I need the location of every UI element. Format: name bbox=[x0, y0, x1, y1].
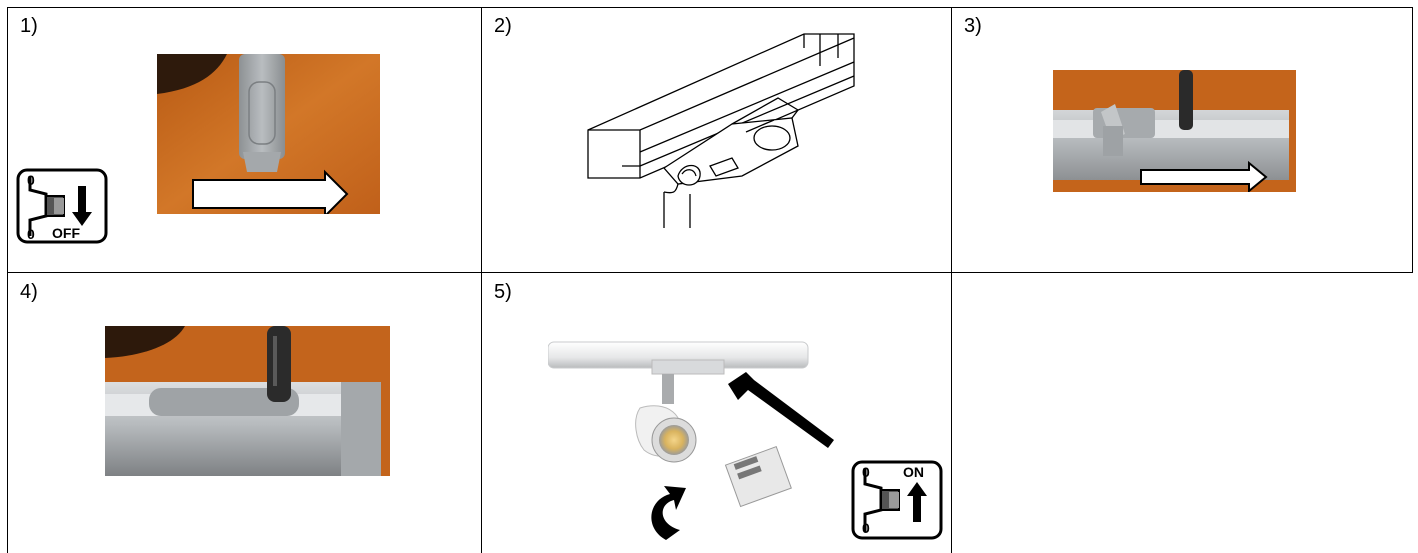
switch-off-text: OFF bbox=[52, 225, 80, 241]
step-5-label: 5) bbox=[494, 281, 512, 303]
step-3-label: 3) bbox=[964, 15, 982, 37]
step-1-photo bbox=[157, 54, 380, 214]
switch-off-bottom-digit: 0 bbox=[27, 226, 35, 242]
step-4-photo bbox=[105, 326, 390, 476]
table-right-border bbox=[1412, 7, 1413, 273]
step-2-label: 2) bbox=[494, 15, 512, 37]
table-col-divider-2 bbox=[951, 7, 952, 553]
switch-on-top-digit: 0 bbox=[862, 464, 870, 480]
switch-on-icon: 0 0 ON bbox=[851, 460, 943, 540]
table-top-border bbox=[7, 7, 1413, 8]
step-3-photo bbox=[1053, 70, 1296, 192]
step-5-illustration bbox=[548, 340, 840, 548]
switch-on-text: ON bbox=[903, 464, 924, 480]
switch-off-icon: 0 0 OFF bbox=[16, 168, 108, 244]
table-row-divider bbox=[7, 272, 1413, 273]
step-4-label: 4) bbox=[20, 281, 38, 303]
step-2-drawing bbox=[582, 26, 864, 230]
table-left-border bbox=[7, 7, 8, 553]
switch-on-bottom-digit: 0 bbox=[862, 520, 870, 536]
step-1-label: 1) bbox=[20, 15, 38, 37]
table-col-divider-1 bbox=[481, 7, 482, 553]
switch-off-top-digit: 0 bbox=[27, 172, 35, 188]
